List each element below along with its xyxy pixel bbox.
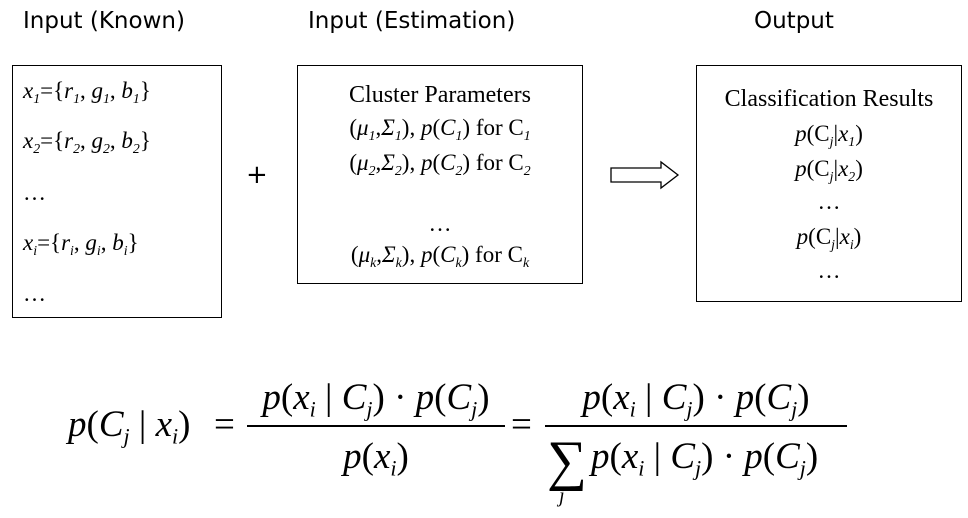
plus-operator: + [246,160,268,190]
formula-numerator-1: p(xi | Cj) · p(Cj) [262,377,490,422]
header-input-known: Input (Known) [23,8,185,34]
result-row-i: p(Cj|xi) [796,224,862,252]
formula-denominator-2: p(xi | Cj) · p(Cj) [591,436,819,481]
result-row-2: p(Cj|x2) [795,156,863,184]
result-ellipsis-2: … [817,258,841,283]
known-input-box: x1={r1, g1, b1} x2={r2, g2, b2} … xi={ri… [12,65,222,318]
known-row-1: x1={r1, g1, b1} [23,78,151,106]
known-ellipsis-2: … [23,281,46,306]
cluster-params-row-k: (μk,Σk), p(Ck) for Ck [350,242,530,270]
cluster-params-ellipsis: … [428,211,452,236]
known-row-i: xi={ri, gi, bi} [23,230,139,258]
result-row-1: p(Cj|x1) [795,121,863,149]
formula-equals-1: = [214,404,235,445]
formula-lhs: p(Cj | xi) [68,404,191,449]
formula-denominator-1: p(xi) [343,436,409,481]
cluster-params-row-2: (μ2,Σ2), p(C2) for C2 [349,150,531,178]
fraction-bar-1 [247,425,505,427]
classification-results-title: Classification Results [724,86,934,112]
cluster-params-row-1: (μ1,Σ1), p(C1) for C1 [349,115,531,143]
output-box: Classification Results p(Cj|x1) p(Cj|x2)… [696,65,962,302]
result-ellipsis-1: … [817,189,841,214]
header-output: Output [754,8,834,34]
header-input-estimation: Input (Estimation) [308,8,516,34]
formula-numerator-2: p(xi | Cj) · p(Cj) [582,377,810,422]
right-arrow-icon [610,160,680,190]
summation-sign: ∑ [547,430,587,492]
summation-index: j [559,485,565,507]
known-row-2: x2={r2, g2, b2} [23,128,151,156]
known-ellipsis-1: … [23,180,46,205]
cluster-parameters-title: Cluster Parameters [349,82,531,108]
formula-equals-2: = [511,404,532,445]
estimation-input-box: Cluster Parameters (μ1,Σ1), p(C1) for C1… [297,65,583,284]
fraction-bar-2 [545,425,847,427]
